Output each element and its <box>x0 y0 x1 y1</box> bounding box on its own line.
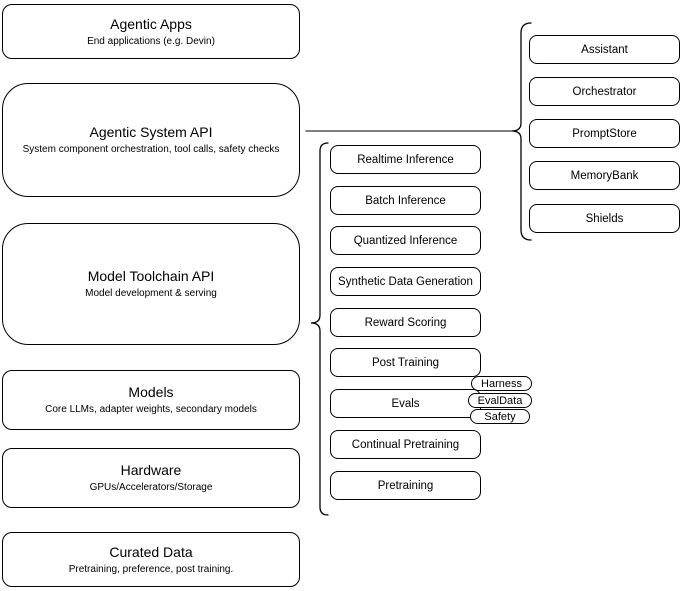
box-subtitle: System component orchestration, tool cal… <box>22 144 280 155</box>
box-title: Curated Data <box>109 543 193 560</box>
tag-safety: Safety <box>470 409 530 424</box>
components-brace <box>511 22 532 241</box>
box-assistant: Assistant <box>529 35 680 64</box>
box-memorybank: MemoryBank <box>529 161 680 190</box>
box-label: Realtime Inference <box>357 153 454 166</box>
box-agentic-apps: Agentic Apps End applications (e.g. Devi… <box>2 4 300 59</box>
tag-evaldata: EvalData <box>468 393 532 408</box>
box-synthetic-data-generation: Synthetic Data Generation <box>330 267 481 296</box>
box-label: Assistant <box>581 43 628 56</box>
box-quantized-inference: Quantized Inference <box>330 226 481 255</box>
box-promptstore: PromptStore <box>529 119 680 148</box>
box-label: Reward Scoring <box>364 316 447 329</box>
box-batch-inference: Batch Inference <box>330 186 481 215</box>
box-agentic-system-api: Agentic System API System component orch… <box>2 83 300 197</box>
box-label: Synthetic Data Generation <box>338 275 473 288</box>
box-evals: Evals <box>330 389 481 418</box>
box-post-training: Post Training <box>330 348 481 377</box>
box-label: PromptStore <box>572 127 637 140</box>
box-title: Models <box>128 384 174 400</box>
box-title: Model Toolchain API <box>87 268 215 284</box>
box-hardware: Hardware GPUs/Accelerators/Storage <box>2 448 300 508</box>
box-label: MemoryBank <box>570 169 639 182</box>
tag-label: Harness <box>481 377 522 390</box>
box-reward-scoring: Reward Scoring <box>330 308 481 337</box>
box-curated-data: Curated Data Pretraining, preference, po… <box>2 532 300 587</box>
box-label: Batch Inference <box>365 194 446 207</box>
tag-harness: Harness <box>471 376 532 391</box>
box-subtitle: End applications (e.g. Devin) <box>87 35 215 47</box>
box-label: Quantized Inference <box>353 234 458 247</box>
box-label: Continual Pretraining <box>351 438 460 451</box>
box-title: Agentic Apps <box>110 15 192 32</box>
box-label: Shields <box>585 212 624 225</box>
box-model-toolchain-api: Model Toolchain API Model development & … <box>2 223 300 345</box>
box-shields: Shields <box>529 204 680 233</box>
box-subtitle: GPUs/Accelerators/Storage <box>89 482 213 493</box>
box-label: Pretraining <box>377 479 434 492</box>
tag-label: EvalData <box>477 394 523 407</box>
box-subtitle: Core LLMs, adapter weights, secondary mo… <box>45 404 257 415</box>
box-orchestrator: Orchestrator <box>529 77 680 106</box>
box-subtitle: Pretraining, preference, post training. <box>68 563 234 575</box>
box-label: Evals <box>391 397 420 410</box>
tag-label: Safety <box>484 410 516 423</box>
box-label: Orchestrator <box>572 85 637 98</box>
box-realtime-inference: Realtime Inference <box>330 145 481 174</box>
box-models: Models Core LLMs, adapter weights, secon… <box>2 370 300 430</box>
box-title: Agentic System API <box>89 124 213 140</box>
box-pretraining: Pretraining <box>330 471 481 500</box>
box-label: Post Training <box>371 356 440 369</box>
box-continual-pretraining: Continual Pretraining <box>330 430 481 459</box>
box-title: Hardware <box>120 462 182 478</box>
services-brace <box>310 142 329 516</box>
box-subtitle: Model development & serving <box>85 288 217 299</box>
